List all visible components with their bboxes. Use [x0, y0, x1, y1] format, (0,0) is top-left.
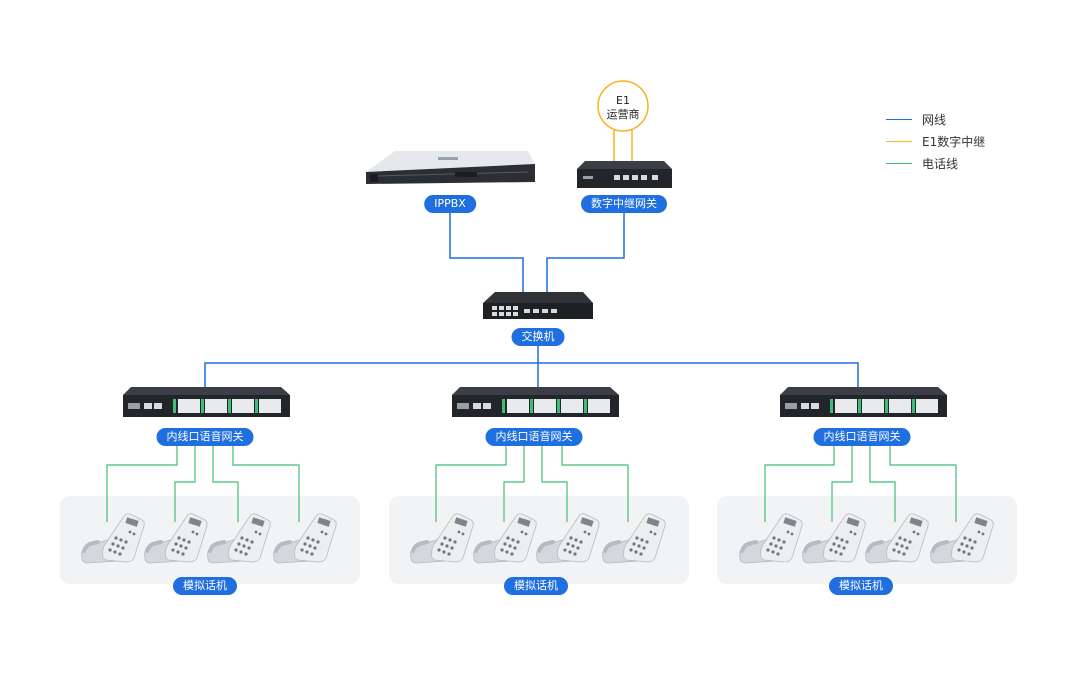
network-lines	[204, 212, 859, 390]
orange-line-icon	[886, 140, 912, 142]
green-line-icon	[886, 162, 912, 164]
e1-label-line1: E1	[616, 94, 630, 107]
fxs-gateway-right-icon	[780, 387, 947, 417]
phones-right-label: 模拟话机	[829, 577, 893, 595]
phone-lines	[106, 446, 957, 522]
switch-icon	[483, 292, 593, 319]
digital-gateway-icon	[577, 161, 672, 188]
legend-item-e1: E1数字中继	[886, 130, 985, 152]
e1-carrier-label: E1 运营商	[607, 94, 640, 122]
legend-item-network: 网线	[886, 108, 985, 130]
fxs-gateway-mid-icon	[452, 387, 619, 417]
legend-label: 电话线	[922, 156, 959, 171]
legend-item-phone-line: 电话线	[886, 152, 985, 174]
ippbx-server-icon	[366, 151, 535, 184]
blue-line-icon	[886, 118, 912, 120]
legend-label: 网线	[922, 112, 947, 127]
gateway-mid-label: 内线口语音网关	[485, 428, 583, 446]
ippbx-label: IPPBX	[424, 195, 476, 213]
e1-carrier-circle	[597, 80, 649, 132]
fxs-gateway-left-icon	[123, 387, 290, 417]
gateway-left-label: 内线口语音网关	[156, 428, 254, 446]
digital-gateway-label: 数字中继网关	[581, 195, 667, 213]
phones-mid-label: 模拟话机	[504, 577, 568, 595]
legend: 网线 E1数字中继 电话线	[886, 108, 985, 174]
switch-label: 交换机	[511, 328, 565, 346]
phones-left-label: 模拟话机	[173, 577, 237, 595]
gateway-right-label: 内线口语音网关	[813, 428, 911, 446]
legend-label: E1数字中继	[922, 134, 986, 149]
e1-trunk-lines	[597, 80, 649, 163]
e1-label-line2: 运营商	[606, 108, 640, 121]
